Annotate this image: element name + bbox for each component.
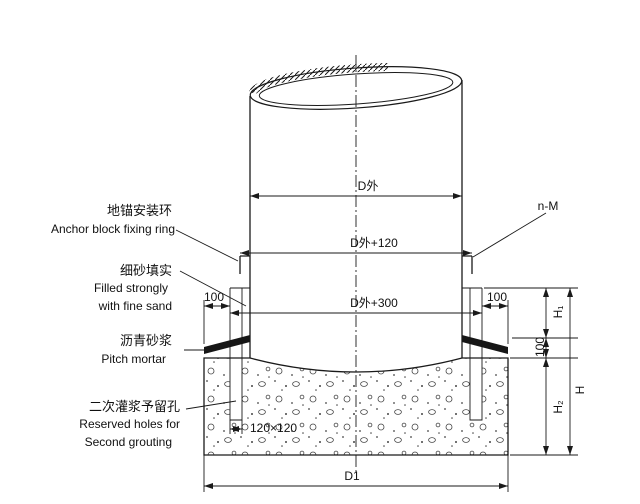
pipe-top-inner-rim: [258, 72, 454, 106]
label-hole-size: 120×120: [250, 421, 297, 435]
label-grout-holes-en1: Reserved holes for: [79, 417, 180, 431]
leader-lines: [175, 212, 547, 410]
reserved-hole-walls: [229, 288, 483, 421]
label-ring-dia: D外+120: [350, 236, 398, 250]
label-h-total: H: [573, 386, 587, 395]
label-fine-sand-en2: with fine sand: [98, 299, 172, 313]
leader-fine-sand: [179, 270, 247, 307]
leader-anchor-ring: [175, 229, 239, 262]
label-pitch-mortar-en: Pitch mortar: [101, 352, 166, 366]
label-grout-holes-zh: 二次灌浆予留孔: [89, 399, 180, 414]
label-anchor-ring-en: Anchor block fixing ring: [51, 222, 175, 236]
leader-bolts: [472, 212, 547, 258]
pitch-mortar-left: [204, 335, 250, 354]
label-pitch-mortar-zh: 沥青砂浆: [120, 333, 172, 348]
label-bolts: n-M: [538, 199, 559, 213]
label-foundation-width: D1: [344, 469, 360, 483]
label-h1: H₁: [551, 306, 565, 319]
pipe-rim-hatching: [249, 63, 389, 95]
label-pipe-outer-dia: D外: [358, 179, 379, 193]
label-h2: H₂: [551, 400, 565, 414]
label-mortar-thickness: 100: [533, 337, 547, 357]
label-edge-right: 100: [487, 290, 507, 304]
label-edge-left: 100: [204, 290, 224, 304]
anchor-bracket-left: [239, 255, 250, 274]
reserved-hole-right: [470, 288, 482, 420]
label-anchor-ring-zh: 地锚安装环: [107, 203, 172, 218]
label-pocket-dia: D外+300: [350, 296, 398, 310]
leader-grout-holes: [185, 400, 237, 410]
reserved-hole-left: [230, 288, 242, 420]
label-fine-sand-en1: Filled strongly: [94, 281, 168, 295]
anchor-bracket-right: [462, 255, 473, 274]
pipe: [249, 63, 463, 358]
label-fine-sand-zh: 细砂填实: [120, 263, 172, 278]
label-grout-holes-en2: Second grouting: [85, 435, 172, 449]
dimension-lines: [203, 193, 578, 492]
pitch-mortar-right: [462, 335, 508, 354]
